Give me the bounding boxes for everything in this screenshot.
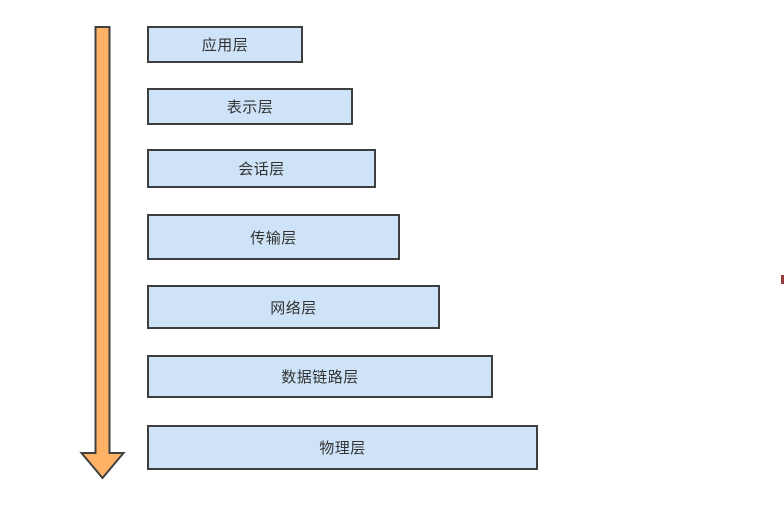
layer-box-physical: 物理层 xyxy=(147,425,538,470)
layer-label: 传输层 xyxy=(250,229,297,247)
layer-label: 会话层 xyxy=(238,161,285,178)
layer-box-session: 会话层 xyxy=(147,149,376,188)
layer-label: 数据链路层 xyxy=(281,369,359,386)
layer-box-transport: 传输层 xyxy=(147,214,400,260)
layer-box-data-link: 数据链路层 xyxy=(147,355,493,398)
layer-box-application: 应用层 xyxy=(147,26,303,63)
layer-label: 应用层 xyxy=(201,37,249,54)
right-edge-artifact xyxy=(781,275,784,284)
layer-label: 网络层 xyxy=(270,299,317,317)
layer-label: 表示层 xyxy=(226,99,274,116)
layer-label: 物理层 xyxy=(319,440,366,457)
layer-box-presentation: 表示层 xyxy=(147,88,353,125)
layer-box-network: 网络层 xyxy=(147,285,440,329)
